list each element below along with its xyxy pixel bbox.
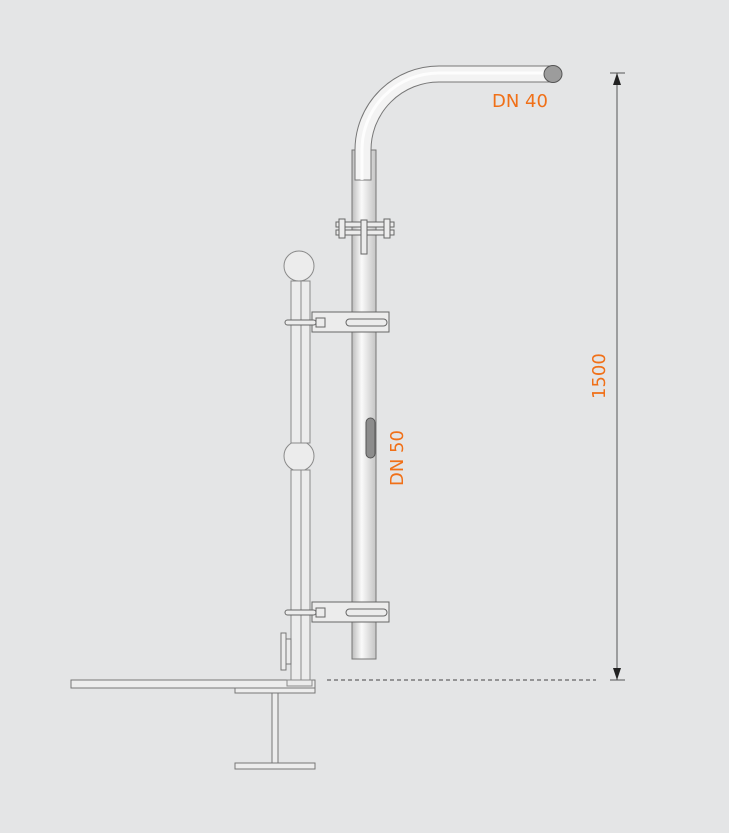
platform xyxy=(70,679,316,689)
height-dimension xyxy=(610,72,625,681)
top-pipe-label: DN 40 xyxy=(492,91,548,112)
lower-bracket xyxy=(284,601,390,623)
upper-bracket xyxy=(284,311,390,333)
pipe-end-cap xyxy=(543,65,563,83)
ladder-stile xyxy=(283,250,315,687)
dimension-arrow-top xyxy=(613,73,621,85)
main-pipe-label: DN 50 xyxy=(387,430,408,486)
dimension-arrow-bottom xyxy=(613,668,621,680)
top-bent-pipe xyxy=(354,65,563,181)
base-bracket xyxy=(280,632,292,671)
height-label: 1500 xyxy=(589,353,610,399)
pipe-coupling xyxy=(335,218,395,255)
i-beam xyxy=(234,687,316,770)
